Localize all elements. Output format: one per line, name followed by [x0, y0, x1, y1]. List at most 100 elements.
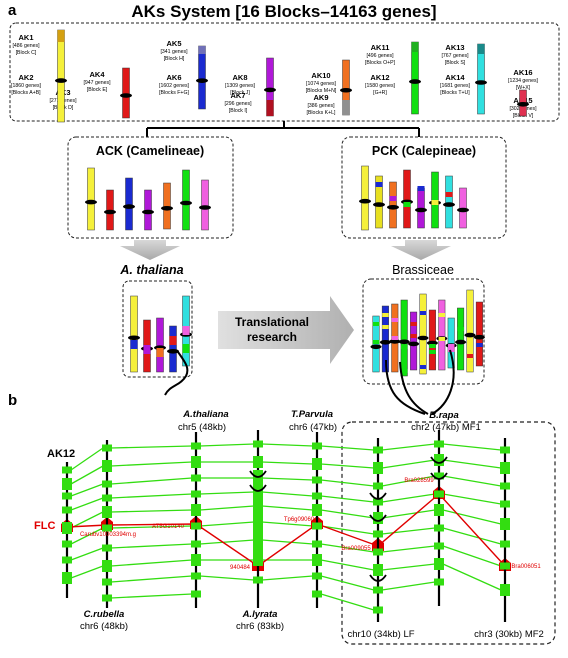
connector-curves — [164, 349, 455, 415]
ak-name: AK16 — [513, 68, 532, 77]
inversion-arc — [369, 574, 387, 582]
gene-block — [434, 472, 444, 480]
centromere-marker — [128, 335, 140, 341]
brassiceae-segment — [429, 344, 436, 348]
gene-block — [500, 482, 510, 490]
synteny-line — [442, 475, 502, 487]
pck-segment — [445, 192, 453, 197]
ak-name: AK11 — [371, 43, 390, 52]
synteny-line — [110, 477, 193, 485]
species-chromosomes — [62, 430, 510, 622]
synteny-line — [70, 547, 104, 561]
gene-block — [102, 444, 112, 452]
gene-block — [102, 524, 112, 532]
gene-block — [500, 562, 510, 570]
gene-block — [102, 494, 112, 502]
brassiceae-chromosome-6 — [419, 293, 427, 375]
synteny-line — [110, 493, 193, 499]
ak-block: [Blocks M+N] — [306, 88, 337, 94]
centromere-marker — [464, 332, 476, 338]
gene-block — [312, 492, 322, 500]
gene-block — [102, 560, 112, 572]
synteny-line — [110, 445, 193, 449]
centromere-marker — [359, 198, 371, 204]
ak-block: [Block I] — [229, 108, 248, 114]
gene-block — [373, 512, 383, 524]
gene-block — [62, 506, 72, 514]
gene-block — [191, 456, 201, 468]
synteny-line — [261, 539, 314, 545]
centromere-marker — [475, 80, 487, 85]
gene-block — [62, 540, 72, 548]
translational-arrow — [218, 296, 354, 364]
chr-label-brapa-chr10: chr10 (34kb) LF — [347, 629, 414, 640]
centromere-marker — [408, 341, 420, 347]
aks-box — [9, 22, 560, 122]
ack-box — [67, 136, 234, 239]
gene-block — [62, 556, 72, 564]
centromere-marker — [373, 202, 385, 207]
brassiceae-segment — [391, 318, 399, 322]
gene-label-brapa-chr3: Bra006051 — [511, 564, 541, 570]
ak-block: [Block S] — [445, 60, 466, 66]
ak-genes: [296 genes] — [224, 101, 252, 107]
inversion-arc — [369, 492, 387, 500]
gene-block — [312, 572, 322, 580]
gene-block — [434, 454, 444, 466]
ak-block: [Blocks T+U] — [440, 90, 470, 96]
ak-name: AK12 — [370, 73, 389, 82]
synteny-line — [199, 575, 255, 581]
ak-name: AK13 — [445, 43, 464, 52]
gene-block — [434, 558, 444, 570]
brassiceae-chromosome-5 — [410, 311, 418, 371]
thaliana-segment — [156, 348, 164, 357]
gene-block — [191, 490, 201, 498]
gene-block — [373, 530, 383, 538]
aks-system-title: AKs System [16 Blocks–14163 genes] — [131, 2, 436, 21]
synteny-line — [320, 495, 375, 503]
down-arrow-pck — [391, 240, 451, 260]
species-label-crubella: C.rubella — [84, 609, 125, 620]
ak-genes: [1074 genes] — [306, 81, 337, 87]
gene-block — [373, 446, 383, 454]
ack-chromosome-3 — [125, 177, 133, 231]
brassiceae-segment — [401, 345, 408, 349]
gene-block — [373, 482, 383, 490]
brassiceae-segment — [419, 365, 427, 369]
synteny-line — [442, 563, 502, 591]
ak-genes: [1602 genes] — [159, 83, 190, 89]
gene-block — [373, 462, 383, 474]
gene-block — [312, 442, 322, 450]
thaliana-chromosomes — [128, 295, 192, 373]
gene-block — [312, 540, 322, 548]
synteny-line — [442, 493, 502, 505]
gene-block — [373, 586, 383, 594]
synteny-line — [381, 459, 436, 469]
synteny-line — [320, 559, 375, 571]
ak-block: [G+R] — [373, 90, 387, 96]
ak-chromosomes: AK1[486 genes][Block C]AK2[1860 genes][B… — [11, 29, 539, 123]
ak-block: [Block E] — [87, 87, 108, 93]
ak-name: AK10 — [311, 71, 330, 80]
pck-box — [341, 136, 507, 239]
synteny-line — [320, 445, 375, 451]
inversion-arc — [430, 456, 448, 464]
brassiceae-chromosome-10 — [457, 307, 465, 371]
synteny-line — [261, 575, 314, 581]
synteny-line — [442, 509, 502, 525]
centromere-marker — [142, 209, 154, 215]
ak-genes: [767 genes] — [441, 53, 469, 59]
gene-block — [102, 544, 112, 552]
centromere-marker — [517, 102, 529, 107]
gene-block — [434, 542, 444, 550]
gene-block — [253, 456, 263, 468]
gene-block — [500, 446, 510, 454]
brassiceae-chromosome-7 — [428, 309, 436, 371]
ack-chromosome-5 — [163, 182, 171, 230]
brassiceae-chromosome-12 — [475, 301, 483, 367]
centromere-marker — [409, 79, 421, 84]
synteny-line — [110, 593, 193, 599]
brassiceae-chromosome-9 — [447, 317, 455, 369]
brassiceae-segment — [410, 334, 417, 338]
